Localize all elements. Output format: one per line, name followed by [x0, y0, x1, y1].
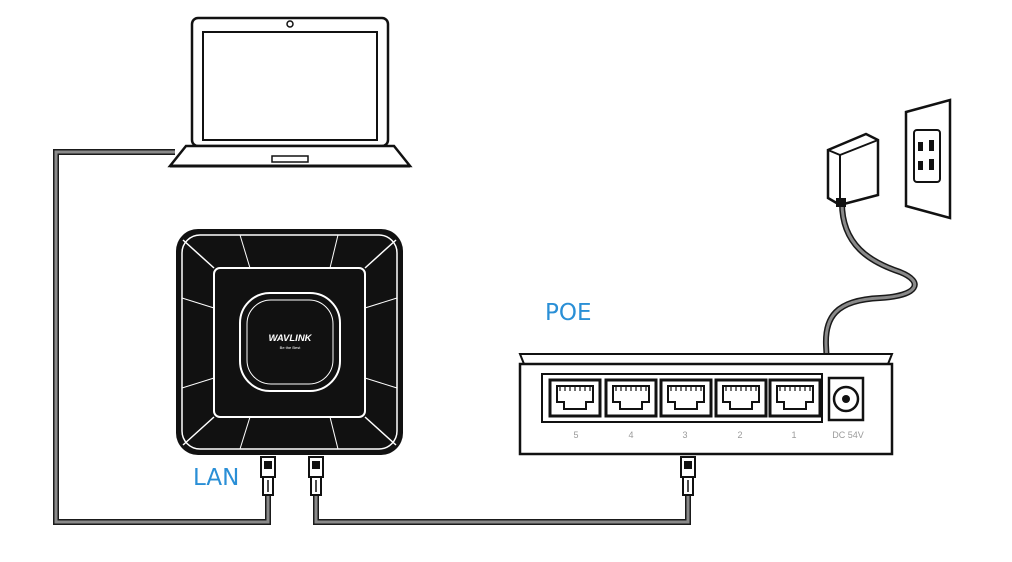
- brand-logo-text: WAVLINK: [268, 333, 312, 344]
- cable-ap-to-poe: [313, 496, 691, 525]
- port-number-3: 3: [682, 430, 687, 440]
- dc-power-jack: [827, 376, 865, 422]
- ethernet-port-5: [548, 378, 602, 418]
- poe-label: POE: [545, 300, 592, 326]
- ethernet-port-1: [768, 378, 822, 418]
- port-number-5: 5: [573, 430, 578, 440]
- wavlink-logo: WAVLINK Be the Best: [268, 333, 312, 350]
- poe-switch: 5 4 3 2 1 DC 54V: [518, 353, 894, 456]
- brand-tagline-text: Be the Best: [280, 345, 302, 350]
- rj45-plug-poe-out: [308, 456, 324, 496]
- rj45-plug-switch: [680, 456, 696, 496]
- port-number-2: 2: [737, 430, 742, 440]
- ethernet-port-4: [604, 378, 658, 418]
- ethernet-port-3: [659, 378, 713, 418]
- laptop: [167, 16, 413, 168]
- access-point: WAVLINK Be the Best: [176, 229, 403, 455]
- power-adapter: [826, 132, 880, 207]
- port-number-4: 4: [628, 430, 633, 440]
- cable-laptop-to-lan: [53, 149, 271, 525]
- webcam-icon: [286, 20, 294, 28]
- lan-label: LAN: [193, 465, 239, 491]
- power-cable: [822, 202, 918, 387]
- dc-input-label: DC 54V: [832, 430, 864, 440]
- ethernet-port-2: [714, 378, 768, 418]
- wall-outlet: [904, 98, 952, 220]
- port-number-1: 1: [791, 430, 796, 440]
- rj45-plug-lan: [260, 456, 276, 496]
